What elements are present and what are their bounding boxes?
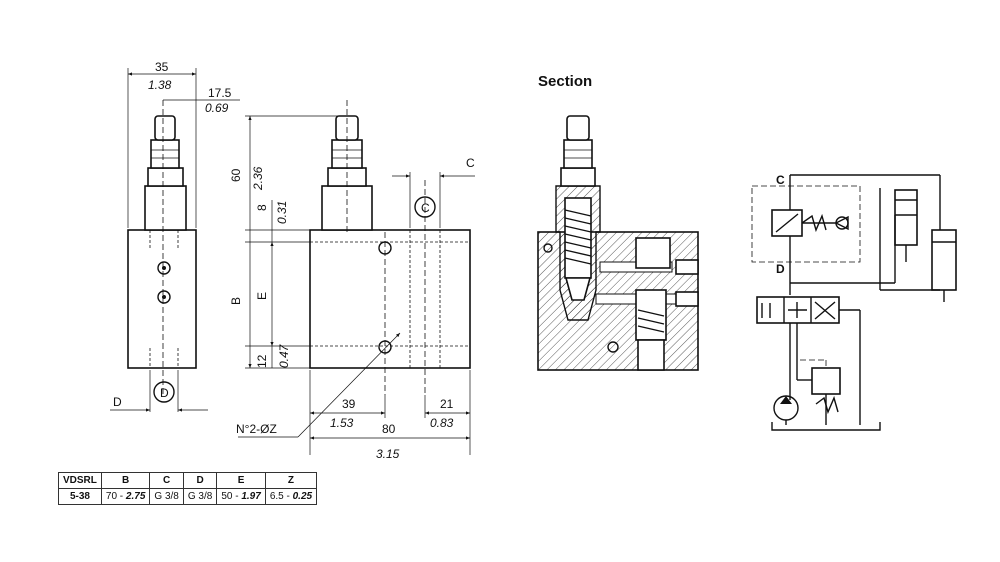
dim-bottom-in: 0.47 (277, 343, 291, 368)
cell-e-in: 1.97 (241, 491, 261, 502)
port-c-circle: C (421, 201, 430, 215)
cell-e: 50 - 1.97 (216, 488, 266, 505)
section-view: Section (537, 73, 699, 371)
cell-c: G 3/8 (149, 488, 184, 505)
dim-right-in: 0.83 (430, 416, 454, 430)
cell-model: 5-38 (58, 488, 102, 505)
dim-label-b: B (229, 297, 243, 305)
header-model: VDSRL (58, 472, 102, 489)
dim-total-mm: 80 (382, 422, 396, 436)
spec-table: VDSRL B C D E Z 5-38 70 - 2.75 G 3/8 G 3… (58, 472, 318, 505)
front-view: C C 60 2.36 8 0.31 B E 12 0.47 39 1.53 2… (229, 100, 475, 461)
holes-label: N°2-ØZ (236, 422, 277, 436)
cell-z: 6.5 - 0.25 (264, 488, 318, 505)
cell-b-mm: 70 - (105, 491, 126, 502)
cell-b-in: 2.75 (125, 491, 146, 502)
cell-z-in: 0.25 (292, 491, 313, 502)
header-c: C (149, 472, 184, 489)
header-z: Z (264, 472, 318, 489)
cell-d: G 3/8 (182, 488, 218, 505)
dim-right-mm: 21 (440, 397, 454, 411)
cell-e-mm: 50 - (221, 491, 242, 502)
dim-width-in: 1.38 (148, 78, 172, 92)
dim-total-in: 3.15 (376, 447, 400, 461)
dim-bolt-x-in: 1.53 (330, 416, 354, 430)
section-title: Section (538, 73, 592, 90)
header-d: D (182, 472, 218, 489)
port-c-label: C (466, 156, 475, 170)
dim-height-top-mm: 60 (229, 168, 243, 182)
cell-b: 70 - 2.75 (100, 488, 151, 505)
dim-bolt-x-mm: 39 (342, 397, 356, 411)
port-d-circle: D (160, 386, 169, 400)
dim-gap-mm: 8 (255, 204, 269, 211)
schematic-port-c: C (776, 173, 785, 187)
spec-table-header: VDSRL B C D E Z (58, 472, 318, 489)
schematic-port-d: D (776, 262, 785, 276)
header-b: B (100, 472, 151, 489)
dim-label-e: E (255, 292, 269, 300)
dim-offset-in: 0.69 (205, 101, 229, 115)
dim-bottom-mm: 12 (255, 354, 269, 368)
cell-z-mm: 6.5 - (269, 491, 293, 502)
hydraulic-schematic: C D (751, 173, 957, 431)
dim-width-mm: 35 (155, 60, 169, 74)
table-row: 5-38 70 - 2.75 G 3/8 G 3/8 50 - 1.97 6.5… (58, 488, 318, 505)
header-e: E (216, 472, 266, 489)
dim-offset-mm: 17.5 (208, 86, 232, 100)
port-d-label: D (113, 395, 122, 409)
side-view: 35 1.38 17.5 0.69 D D (110, 60, 240, 412)
dim-height-top-in: 2.36 (251, 166, 265, 191)
dim-gap-in: 0.31 (275, 201, 289, 224)
